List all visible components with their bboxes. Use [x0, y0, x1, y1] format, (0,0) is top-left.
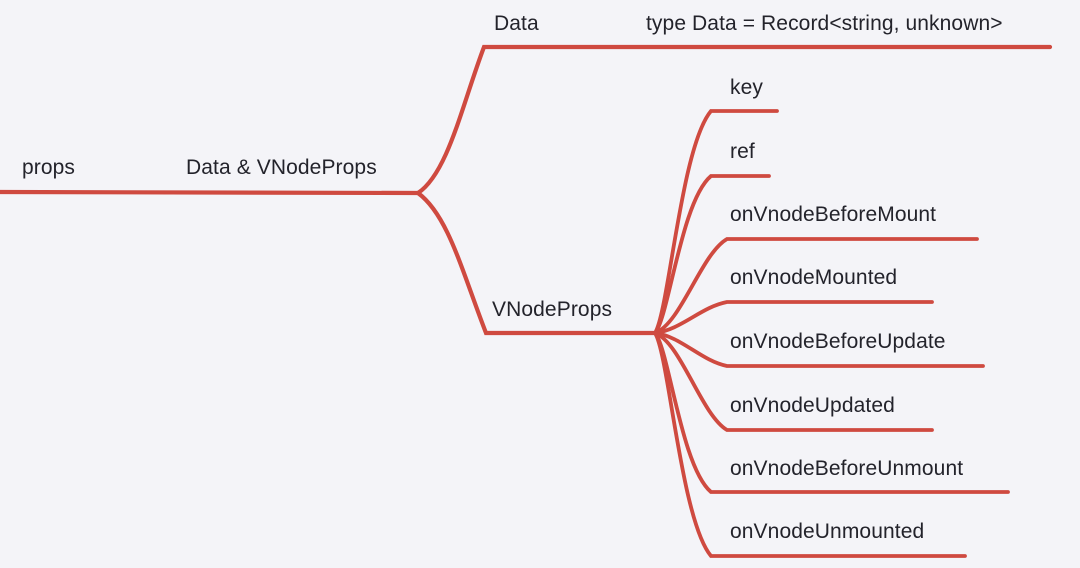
edge-child-ref — [653, 174, 771, 335]
edge-child-onvnodebeforeupdate — [653, 331, 985, 368]
edge-child-onvnodemounted — [653, 300, 934, 335]
edge-child-onvnodeupdated — [653, 331, 934, 432]
node-label-onvnodeupdated[interactable]: onVnodeUpdated — [730, 394, 895, 417]
node-label-onvnodemounted[interactable]: onVnodeMounted — [730, 266, 898, 289]
node-label-ref[interactable]: ref — [730, 140, 755, 163]
node-label-vnodeprops[interactable]: VNodeProps — [492, 298, 613, 321]
node-label-data-type[interactable]: type Data = Record<string, unknown> — [646, 12, 1003, 35]
node-label-data[interactable]: Data — [494, 12, 539, 35]
edge-child-onvnodebeforemount — [653, 237, 979, 335]
edge-root-trunk — [0, 189, 421, 196]
edge-child-onvnodeunmounted — [653, 331, 967, 558]
node-label-data-and-vnodeprops[interactable]: Data & VNodeProps — [186, 156, 377, 179]
edge-vnodeprops — [415, 190, 658, 336]
node-label-key[interactable]: key — [730, 76, 763, 99]
edge-data — [415, 44, 1053, 196]
node-label-props[interactable]: props — [22, 156, 76, 179]
node-label-onvnodebeforeupdate[interactable]: onVnodeBeforeUpdate — [730, 330, 946, 353]
node-label-onvnodebeforeunmount[interactable]: onVnodeBeforeUnmount — [730, 457, 964, 480]
node-label-onvnodeunmounted[interactable]: onVnodeUnmounted — [730, 520, 925, 543]
node-label-onvnodebeforemount[interactable]: onVnodeBeforeMount — [730, 203, 937, 226]
